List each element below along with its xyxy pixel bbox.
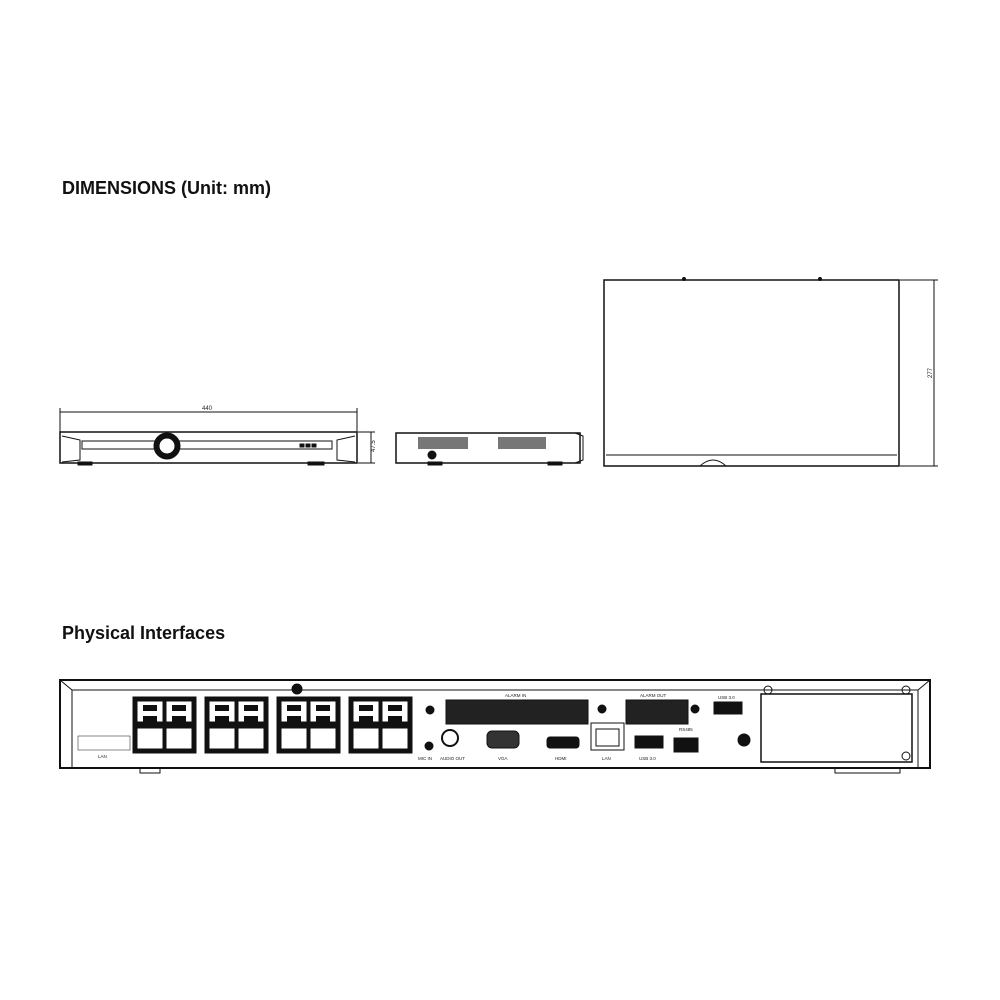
side-view	[395, 432, 584, 466]
rs485-label: RS485	[679, 727, 693, 732]
front-view: 440 47.5	[59, 406, 377, 466]
rj45-port-latch	[215, 705, 229, 711]
rj45-port-latch	[359, 716, 373, 722]
usb-rear-label: USB 3.0	[639, 756, 656, 761]
rj45-port	[381, 727, 409, 750]
mic-in-label: MIC IN	[418, 756, 432, 761]
rj45-port-latch	[287, 705, 301, 711]
depth-label: 277	[928, 367, 934, 378]
width-label: 440	[202, 406, 213, 412]
lan-label: LAN	[602, 756, 611, 761]
audio-out-label: AUDIO OUT	[440, 756, 465, 761]
poe-port-bank	[132, 696, 413, 754]
rj45-port	[237, 727, 265, 750]
rj45-port-latch	[244, 716, 258, 722]
rj45-port-latch	[316, 705, 330, 711]
dimensions-heading: DIMENSIONS (Unit: mm)	[62, 178, 271, 198]
rj45-port	[165, 727, 193, 750]
lan-led-label-box: LAN	[77, 735, 131, 759]
alarm-out-label: ALARM OUT	[640, 693, 667, 698]
alarm-in-label: ALARM IN	[505, 693, 526, 698]
rj45-port-latch	[143, 705, 157, 711]
rj45-port-latch	[172, 705, 186, 711]
hdmi-label: HDMI	[555, 756, 567, 761]
rj45-port-latch	[388, 716, 402, 722]
rj45-port	[352, 727, 380, 750]
rj45-port	[136, 727, 164, 750]
lan-group-label: LAN	[98, 754, 107, 759]
rj45-port-latch	[215, 716, 229, 722]
rj45-port	[309, 727, 337, 750]
rear-panel: LAN ALARM IN ALARM OUT MIC IN AUDIO OUT …	[59, 679, 931, 774]
rj45-port-latch	[244, 705, 258, 711]
rj45-port	[208, 727, 236, 750]
top-view: 277	[603, 277, 938, 467]
interfaces-heading: Physical Interfaces	[62, 623, 226, 643]
rj45-port	[280, 727, 308, 750]
rj45-port-latch	[287, 716, 301, 722]
rj45-port-latch	[388, 705, 402, 711]
rj45-port-latch	[359, 705, 373, 711]
height-label: 47.5	[371, 440, 377, 452]
rj45-port-latch	[316, 716, 330, 722]
vga-label: VGA	[498, 756, 508, 761]
rj45-port-latch	[143, 716, 157, 722]
rj45-port-latch	[172, 716, 186, 722]
usb-top-label: USB 3.0	[718, 695, 735, 700]
